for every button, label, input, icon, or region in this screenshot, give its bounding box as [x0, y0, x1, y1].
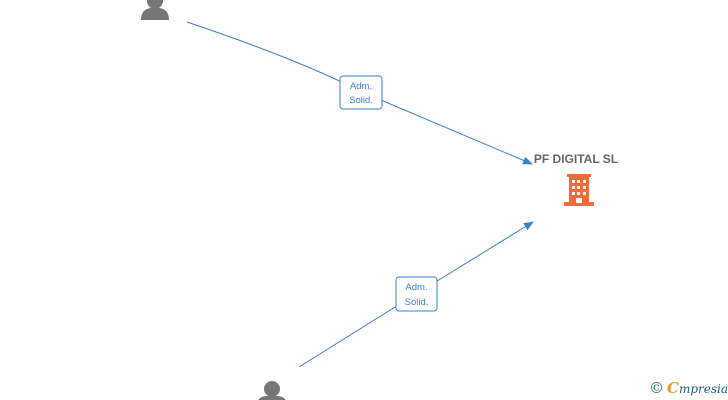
person-node-bottom[interactable]	[258, 381, 286, 400]
company-name: PF DIGITAL SL	[534, 152, 618, 166]
edge-label-line1: Adm.	[405, 282, 427, 293]
edge-label-line2: Solid.	[405, 297, 429, 308]
person-node-top[interactable]	[141, 0, 169, 20]
building-icon	[564, 174, 594, 206]
edge-label-line1: Adm.	[350, 81, 372, 92]
person-icon	[258, 381, 286, 400]
company-node[interactable]: PF DIGITAL SL	[534, 152, 618, 206]
edge-label-bottom[interactable]: Adm. Solid.	[395, 276, 438, 312]
empresia-watermark: © Cmpresia	[648, 379, 728, 397]
copyright-icon: ©	[648, 379, 664, 397]
watermark-brand: Cmpresia	[667, 379, 728, 397]
edge-label-top[interactable]: Adm. Solid.	[339, 75, 383, 110]
watermark-rest: mpresia	[678, 382, 728, 396]
person-icon	[141, 0, 169, 20]
edge-label-line2: Solid.	[349, 95, 373, 106]
watermark-first-letter: C	[666, 379, 679, 397]
